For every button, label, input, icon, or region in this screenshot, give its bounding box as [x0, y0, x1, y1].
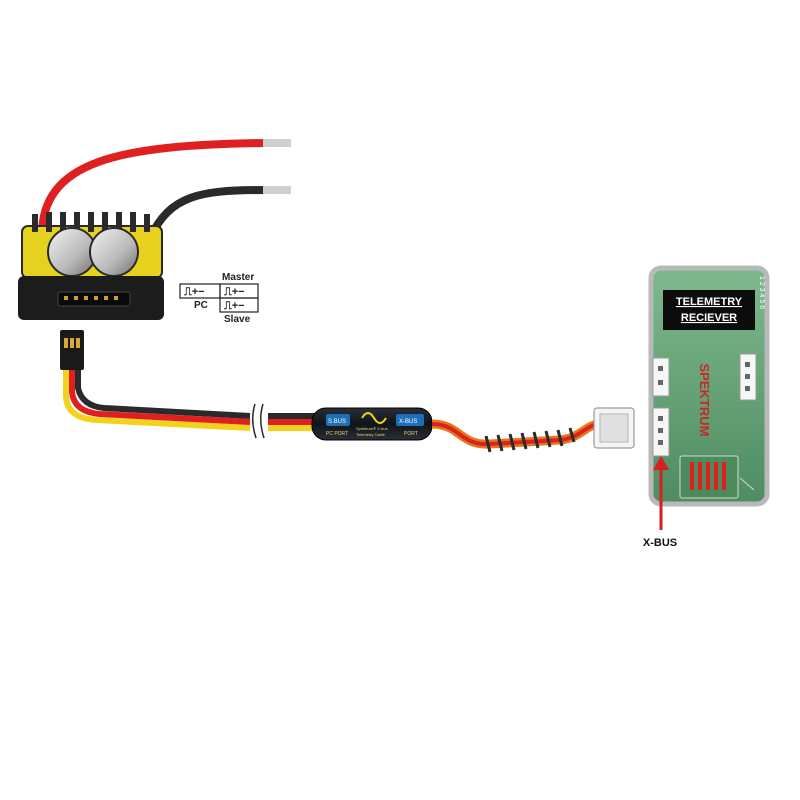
port-pinout-symbols: [179, 283, 259, 313]
servo-plug: [60, 330, 84, 370]
receiver-title-2: RECIEVER: [681, 312, 737, 324]
servo-cable: [60, 330, 320, 439]
adapter-tag-xbus: X-BUS: [399, 419, 417, 425]
adapter-tag-pcport: PC PORT: [326, 431, 348, 437]
heatsink-fins: [32, 212, 150, 232]
receiver-port-left-upper: [652, 357, 670, 397]
label-slave: Slave: [224, 314, 251, 325]
adapter-caption-1: Spektrum® X-bus: [356, 426, 388, 431]
port-symbol-pc: ⎍+−: [183, 286, 205, 298]
cable-twists: [484, 427, 576, 453]
black-wire-tip: [263, 186, 291, 194]
xbus-arrow: X-BUS: [643, 456, 677, 549]
channel-numbers: 1 2 3 4 5 6: [758, 276, 765, 309]
receiver-brand: SPEKTRUM: [697, 364, 712, 437]
xbus-label: X-BUS: [643, 537, 677, 549]
receiver-title-1: TELEMETRY: [676, 296, 743, 308]
adapter-caption-2: Telemetry Cable: [356, 432, 386, 437]
red-power-wire: [37, 139, 269, 242]
adapter-tag-sbus: S.BUS: [328, 419, 346, 425]
port-symbol-master: ⎍+−: [223, 286, 245, 298]
adapter-tag-port: PORT: [404, 431, 418, 437]
port-symbol-slave: ⎍+−: [223, 300, 245, 312]
capacitor-right: [89, 227, 139, 277]
red-wire-tip: [263, 139, 291, 147]
adapter-logo: [361, 412, 387, 424]
black-power-wire: [146, 186, 269, 242]
esc-unit: Master PC Slave ⎍+− ⎍+− ⎍+−: [18, 139, 291, 325]
telemetry-receiver: 1 2 3 4 5 6 TELEMETRY RECIEVER SPEKTRUM: [648, 265, 770, 507]
antenna-traces: [690, 462, 726, 490]
label-pc: PC: [194, 300, 208, 311]
telemetry-adapter: S.BUS PC PORT X-BUS PORT Spektrum® X-bus…: [311, 407, 433, 441]
label-master: Master: [222, 272, 254, 283]
capacitor-left: [47, 227, 97, 277]
twisted-cable: [431, 407, 635, 453]
receiver-label-plate: [663, 290, 755, 330]
